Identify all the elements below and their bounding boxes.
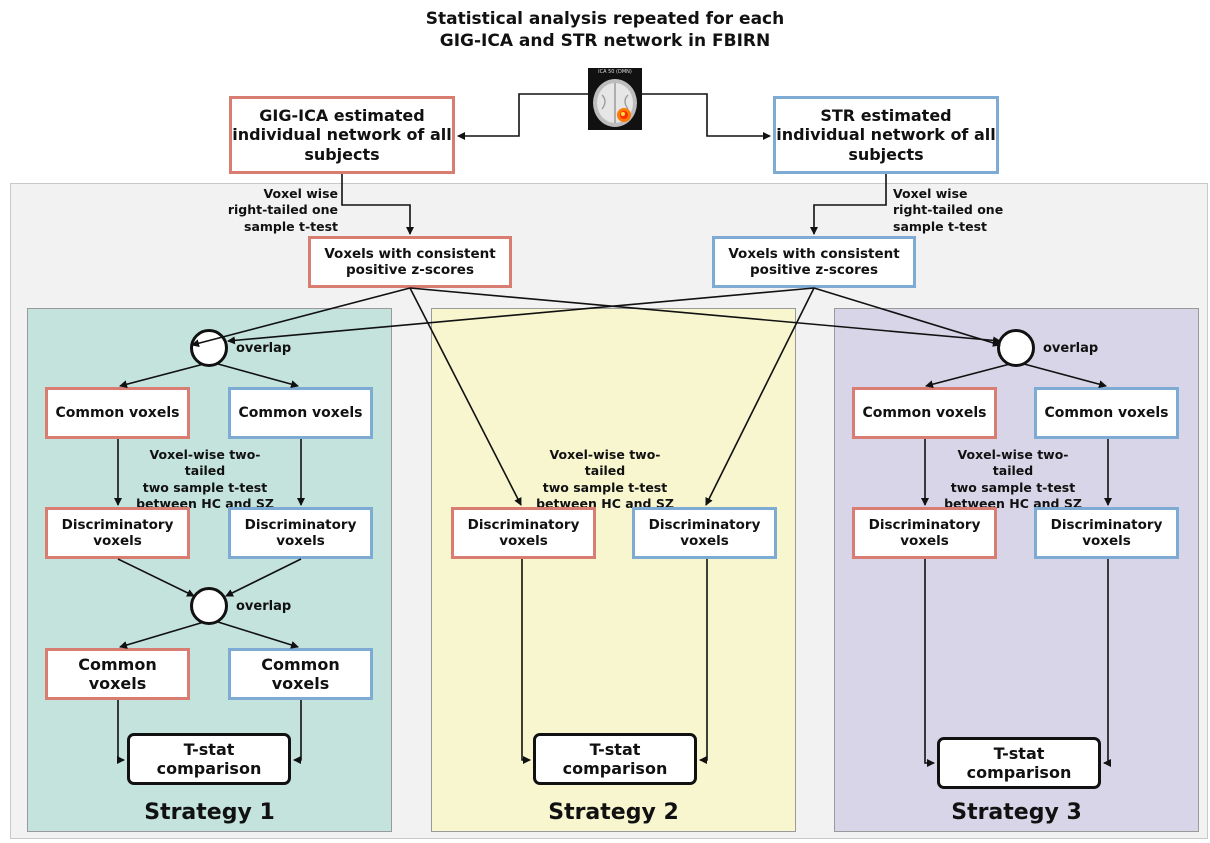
str-network-label: STR estimated individual network of all … (776, 106, 996, 164)
strategy-3-str-common-voxels: Common voxels (1034, 387, 1179, 439)
str-ttest-note: Voxel wise right-tailed one sample t-tes… (893, 186, 1023, 235)
s1-overlap-to-gig-common (119, 363, 205, 389)
brain-network-image: ICA 50 (DMN) (588, 68, 642, 130)
strategy-2-two-sample-line-2: two sample t-test (542, 479, 668, 495)
brain-to-str-arrow (642, 93, 771, 140)
str-consistent-voxels-label: Voxels with consistent positive z-scores (728, 245, 900, 278)
gig-ttest-note: Voxel wise right-tailed one sample t-tes… (214, 186, 338, 235)
strategy-1-str-common-voxels: Common voxels (228, 387, 373, 439)
strategy-3-overlap-node (997, 329, 1035, 367)
title-line-2: GIG-ICA and STR network in FBIRN (439, 31, 771, 52)
strategy-2-tstat-comparison-label: T-stat comparison (562, 739, 668, 778)
strategy-1-two-sample-line-1: Voxel-wise two-tailed (149, 447, 261, 479)
str-consistent-to-s1-overlap (227, 287, 815, 345)
gig-ica-network-label: GIG-ICA estimated individual network of … (232, 106, 452, 164)
gig-consistent-to-s3-overlap (409, 287, 1001, 345)
strategy-1-gig-final-common-label: Common voxels (78, 654, 157, 693)
strategy-2-gig-discriminatory-voxels: Discriminatory voxels (451, 507, 596, 559)
strategy-2-label: Strategy 2 (548, 800, 679, 825)
strategy-1-gig-discriminatory-voxels: Discriminatory voxels (45, 507, 190, 559)
gig-consistent-to-s1-overlap (191, 287, 411, 348)
s1-gig-final-to-tstat (117, 700, 125, 764)
strategy-3-str-discriminatory-voxels: Discriminatory voxels (1034, 507, 1179, 559)
strategy-2-str-discriminatory-label: Discriminatory voxels (648, 516, 761, 549)
diagram-title: Statistical analysis repeated for each G… (380, 8, 830, 52)
gig-to-consistent-arrow (341, 174, 414, 235)
strategy-3-tstat-comparison-label: T-stat comparison (966, 743, 1072, 782)
strategy-1-str-discriminatory-voxels: Discriminatory voxels (228, 507, 373, 559)
brain-caption: ICA 50 (DMN) (598, 69, 632, 75)
s1-overlap-to-str-final (217, 621, 299, 649)
gig-consistent-to-s2-gig (409, 287, 522, 506)
s2-gig-to-tstat (521, 559, 531, 764)
strategy-3-str-discriminatory-label: Discriminatory voxels (1050, 516, 1163, 549)
gig-ttest-note-line-3: sample t-test (244, 218, 338, 234)
gig-consistent-voxels-label: Voxels with consistent positive z-scores (324, 245, 496, 278)
gig-consistent-voxels-box: Voxels with consistent positive z-scores (308, 236, 512, 288)
brain-to-gig-arrow (457, 93, 588, 140)
strategy-3-tstat-comparison-box: T-stat comparison (937, 737, 1101, 789)
str-ttest-note-line-2: right-tailed one (893, 202, 1004, 218)
strategy-3-label: Strategy 3 (951, 800, 1082, 825)
strategy-1-gig-common-label: Common voxels (55, 404, 180, 421)
s1-gig-discriminatory-to-overlap (117, 558, 195, 597)
s3-str-discriminatory-to-tstat (1103, 559, 1111, 767)
strategy-3-two-sample-line-1: Voxel-wise two-tailed (957, 447, 1069, 479)
gig-ttest-note-line-2: right-tailed one (227, 202, 338, 218)
strategy-3-gig-common-voxels: Common voxels (852, 387, 997, 439)
strategy-2-str-discriminatory-voxels: Discriminatory voxels (632, 507, 777, 559)
strategy-1-overlap-node (190, 329, 228, 367)
strategy-1-gig-discriminatory-label: Discriminatory voxels (61, 516, 174, 549)
strategy-1-gig-common-voxels: Common voxels (45, 387, 190, 439)
s1-overlap-to-gig-final (119, 621, 205, 649)
strategy-2-gig-discriminatory-label: Discriminatory voxels (467, 516, 580, 549)
strategy-2-tstat-comparison-box: T-stat comparison (533, 733, 697, 785)
str-consistent-to-s2-str (705, 287, 815, 506)
strategy-1-gig-final-common-voxels: Common voxels (45, 648, 190, 700)
strategy-3-gig-discriminatory-voxels: Discriminatory voxels (852, 507, 997, 559)
str-network-box: STR estimated individual network of all … (773, 96, 999, 174)
strategy-1-overlap-label: overlap (236, 341, 292, 356)
s3-overlap-to-str-common (1023, 363, 1107, 389)
title-line-1: Statistical analysis repeated for each (425, 9, 785, 29)
strategy-3-gig-discriminatory-label: Discriminatory voxels (868, 516, 981, 549)
strategy-3-gig-common-label: Common voxels (862, 404, 987, 421)
strategy-1-tstat-comparison-label: T-stat comparison (156, 739, 262, 778)
strategy-3-str-common-label: Common voxels (1044, 404, 1169, 421)
strategy-1-tstat-comparison-box: T-stat comparison (127, 733, 291, 785)
str-consistent-voxels-box: Voxels with consistent positive z-scores (712, 236, 916, 288)
gig-ttest-note-line-1: Voxel wise (263, 186, 338, 201)
gig-ica-network-box: GIG-ICA estimated individual network of … (229, 96, 455, 174)
strategy-1-second-overlap-node (190, 587, 228, 625)
brain-slice-icon (593, 79, 637, 127)
str-ttest-note-line-1: Voxel wise (893, 186, 968, 201)
strategy-1-label: Strategy 1 (144, 800, 275, 825)
s1-str-final-to-tstat (293, 700, 302, 764)
strategy-2-two-sample-line-1: Voxel-wise two-tailed (549, 447, 661, 479)
str-consistent-to-s3-overlap (813, 287, 1001, 347)
s1-overlap-to-str-common (217, 363, 299, 389)
strategy-1-str-discriminatory-label: Discriminatory voxels (244, 516, 357, 549)
strategy-1-second-overlap-label: overlap (236, 599, 292, 614)
strategy-3-two-sample-line-2: two sample t-test (950, 479, 1076, 495)
s1-str-discriminatory-to-overlap (225, 558, 302, 597)
s2-str-to-tstat (699, 559, 708, 764)
strategy-1-str-final-common-voxels: Common voxels (228, 648, 373, 700)
str-ttest-note-line-3: sample t-test (893, 218, 987, 234)
strategy-3-overlap-label: overlap (1043, 341, 1099, 356)
strategy-1-two-sample-line-2: two sample t-test (142, 479, 268, 495)
s3-overlap-to-gig-common (925, 363, 1011, 389)
str-to-consistent-arrow (810, 174, 887, 235)
s3-gig-discriminatory-to-tstat (924, 559, 935, 767)
strategy-1-str-final-common-label: Common voxels (261, 654, 340, 693)
strategy-1-str-common-label: Common voxels (238, 404, 363, 421)
